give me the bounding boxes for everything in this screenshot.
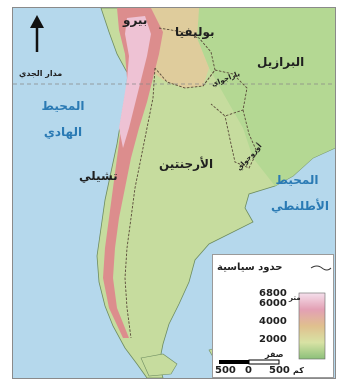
scale-label-right: 500	[269, 365, 290, 376]
brazil-region	[197, 8, 335, 186]
label-atlantic-1: المحيط	[275, 173, 319, 187]
border-symbol-icon	[310, 265, 332, 271]
legend-stop-4000: 4000	[259, 316, 287, 327]
tierra-del-fuego	[140, 353, 178, 377]
label-atlantic-2: الأطلنطي	[271, 199, 329, 213]
map-frame: بيرو بوليفيا البرازيل باراجواي أوروجواي …	[12, 7, 336, 379]
elevation-color-ramp	[298, 292, 326, 360]
legend-stop-6800: 6800	[259, 288, 287, 299]
map-legend: حدود سياسية 6800 متر 6000 4000 2000 صفر …	[212, 254, 334, 378]
north-arrow-icon	[30, 15, 44, 52]
label-peru: بيرو	[123, 13, 148, 27]
legend-border-label: حدود سياسية	[217, 262, 283, 273]
label-tropic-of-capricorn: مدار الجدي	[19, 69, 63, 78]
label-pacific-2: الهادي	[43, 125, 83, 139]
label-chile: تشيلي	[79, 169, 118, 183]
legend-stop-2000: 2000	[259, 334, 287, 345]
scale-unit: كم	[293, 366, 304, 375]
andes-range	[103, 8, 163, 338]
label-argentina: الأرجنتين	[159, 157, 214, 171]
south-america-map	[13, 8, 335, 378]
label-pacific-1: المحيط	[41, 99, 85, 113]
legend-unit: متر	[289, 294, 301, 302]
legend-graphics	[219, 265, 332, 365]
legend-stop-6000: 6000	[259, 298, 287, 309]
scale-label-left: 500	[215, 365, 236, 376]
label-brazil: البرازيل	[257, 55, 305, 69]
scale-label-zero: 0	[245, 365, 252, 376]
political-borders	[124, 27, 258, 339]
label-bolivia: بوليفيا	[175, 25, 215, 39]
legend-stop-zero: صفر	[265, 350, 284, 359]
andes-peaks	[119, 16, 151, 148]
